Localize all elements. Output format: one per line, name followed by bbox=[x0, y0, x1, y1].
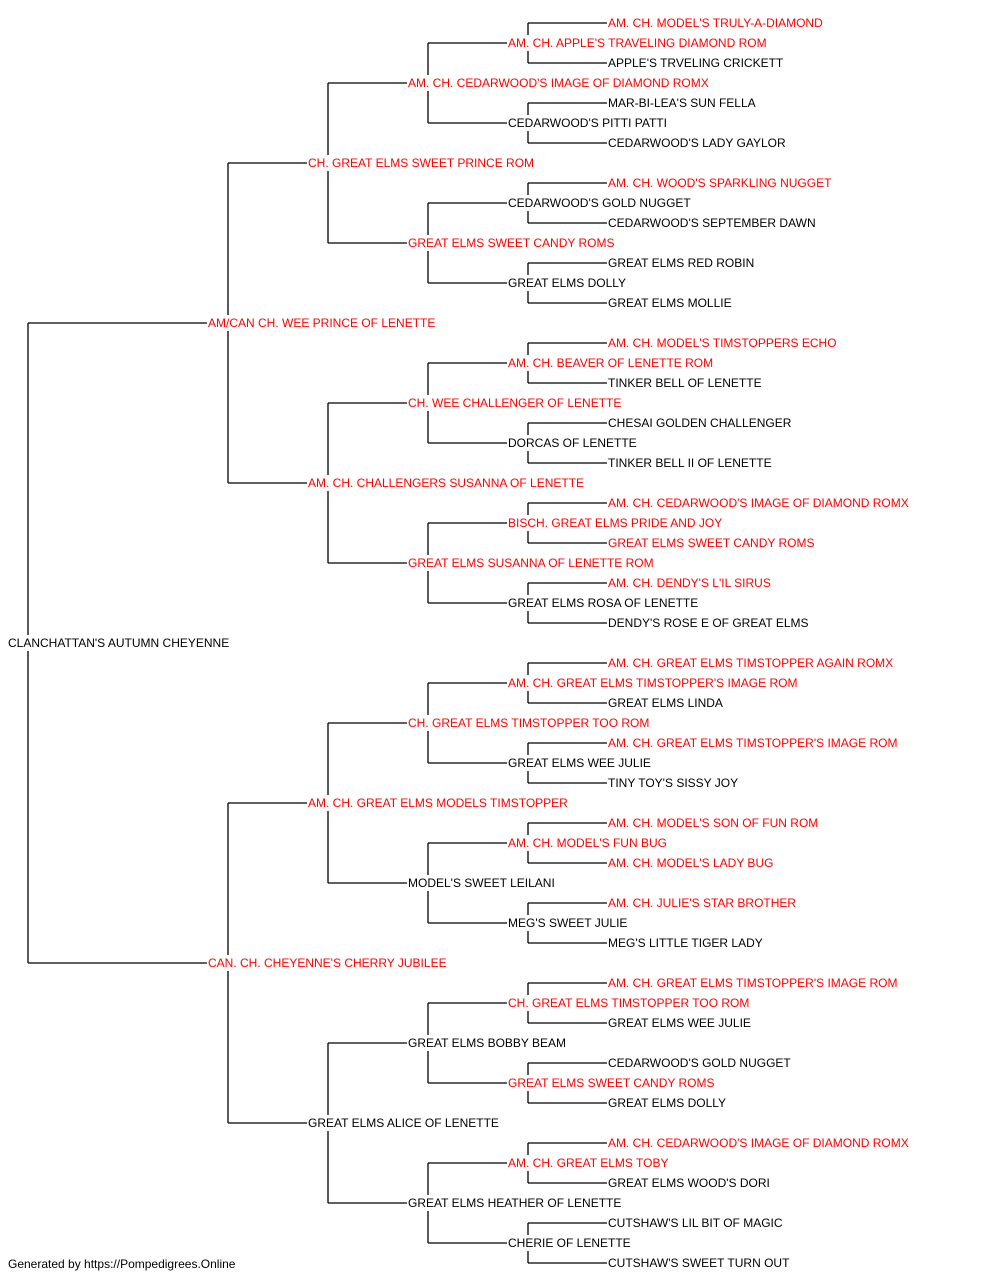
ancestor-dam-gen4: CEDARWOOD'S PITTI PATTI bbox=[507, 116, 668, 130]
ancestor-dam-gen5: GREAT ELMS MOLLIE bbox=[607, 296, 733, 310]
ancestor-sire-gen3: CH. GREAT ELMS TIMSTOPPER TOO ROM bbox=[407, 716, 651, 730]
ancestor-sire-gen5: AM. CH. CEDARWOOD'S IMAGE OF DIAMOND ROM… bbox=[607, 1136, 910, 1150]
ancestor-sire-gen5: AM. CH. DENDY'S L'IL SIRUS bbox=[607, 576, 772, 590]
ancestor-dam-gen5: TINKER BELL OF LENETTE bbox=[607, 376, 763, 390]
ancestor-dam-gen3: GREAT ELMS SWEET CANDY ROMS bbox=[407, 236, 616, 250]
ancestor-sire-gen5: CHESAI GOLDEN CHALLENGER bbox=[607, 416, 793, 430]
ancestor-dam-gen5: CEDARWOOD'S SEPTEMBER DAWN bbox=[607, 216, 817, 230]
ancestor-dam-gen5: CEDARWOOD'S LADY GAYLOR bbox=[607, 136, 787, 150]
ancestor-sire-gen5: AM. CH. GREAT ELMS TIMSTOPPER'S IMAGE RO… bbox=[607, 736, 899, 750]
ancestor-sire-gen5: CEDARWOOD'S GOLD NUGGET bbox=[607, 1056, 792, 1070]
ancestor-sire-gen1: AM/CAN CH. WEE PRINCE OF LENETTE bbox=[207, 316, 437, 330]
ancestor-dam-gen4: GREAT ELMS WEE JULIE bbox=[507, 756, 652, 770]
ancestor-dam-gen5: GREAT ELMS WOOD'S DORI bbox=[607, 1176, 771, 1190]
ancestor-sire-gen5: AM. CH. MODEL'S TRULY-A-DIAMOND bbox=[607, 16, 824, 30]
ancestor-dam-gen3: GREAT ELMS HEATHER OF LENETTE bbox=[407, 1196, 623, 1210]
ancestor-sire-gen5: AM. CH. MODEL'S TIMSTOPPERS ECHO bbox=[607, 336, 838, 350]
ancestor-sire-gen4: CH. GREAT ELMS TIMSTOPPER TOO ROM bbox=[507, 996, 751, 1010]
ancestor-sire-gen4: AM. CH. BEAVER OF LENETTE ROM bbox=[507, 356, 715, 370]
ancestor-dam-gen4: GREAT ELMS SWEET CANDY ROMS bbox=[507, 1076, 716, 1090]
ancestor-dam-gen4: DORCAS OF LENETTE bbox=[507, 436, 638, 450]
ancestor-sire-gen4: AM. CH. GREAT ELMS TIMSTOPPER'S IMAGE RO… bbox=[507, 676, 799, 690]
ancestor-dam-gen4: CHERIE OF LENETTE bbox=[507, 1236, 632, 1250]
ancestor-dam-gen5: DENDY'S ROSE E OF GREAT ELMS bbox=[607, 616, 810, 630]
ancestor-dam-gen5: MEG'S LITTLE TIGER LADY bbox=[607, 936, 764, 950]
ancestor-dam-gen5: CUTSHAW'S SWEET TURN OUT bbox=[607, 1256, 791, 1270]
ancestor-sire-gen5: AM. CH. GREAT ELMS TIMSTOPPER'S IMAGE RO… bbox=[607, 976, 899, 990]
ancestor-sire-gen5: GREAT ELMS RED ROBIN bbox=[607, 256, 756, 270]
ancestor-dam-gen5: TINKER BELL II OF LENETTE bbox=[607, 456, 773, 470]
ancestor-dam-gen3: MODEL'S SWEET LEILANI bbox=[407, 876, 556, 890]
ancestor-sire-gen2: CH. GREAT ELMS SWEET PRINCE ROM bbox=[307, 156, 536, 170]
ancestor-dam-gen1: CAN. CH. CHEYENNE'S CHERRY JUBILEE bbox=[207, 956, 448, 970]
ancestor-dam-gen4: MEG'S SWEET JULIE bbox=[507, 916, 629, 930]
ancestor-sire-gen5: AM. CH. MODEL'S SON OF FUN ROM bbox=[607, 816, 820, 830]
ancestor-dam-gen5: TINY TOY'S SISSY JOY bbox=[607, 776, 740, 790]
ancestor-sire-gen3: GREAT ELMS BOBBY BEAM bbox=[407, 1036, 568, 1050]
ancestor-sire-gen4: BISCH. GREAT ELMS PRIDE AND JOY bbox=[507, 516, 724, 530]
ancestor-sire-gen2: AM. CH. GREAT ELMS MODELS TIMSTOPPER bbox=[307, 796, 569, 810]
ancestor-dam-gen4: GREAT ELMS ROSA OF LENETTE bbox=[507, 596, 700, 610]
ancestor-sire-gen3: AM. CH. CEDARWOOD'S IMAGE OF DIAMOND ROM… bbox=[407, 76, 710, 90]
footer-credit: Generated by https://Pompedigrees.Online bbox=[8, 1257, 236, 1271]
ancestor-sire-gen5: AM. CH. WOOD'S SPARKLING NUGGET bbox=[607, 176, 833, 190]
ancestor-dam-gen5: APPLE'S TRVELING CRICKETT bbox=[607, 56, 785, 70]
ancestor-sire-gen5: AM. CH. JULIE'S STAR BROTHER bbox=[607, 896, 798, 910]
ancestor-sire-gen5: CUTSHAW'S LIL BIT OF MAGIC bbox=[607, 1216, 784, 1230]
ancestor-sire-gen3: CH. WEE CHALLENGER OF LENETTE bbox=[407, 396, 623, 410]
ancestor-dam-gen5: GREAT ELMS SWEET CANDY ROMS bbox=[607, 536, 816, 550]
ancestor-dam-gen4: GREAT ELMS DOLLY bbox=[507, 276, 628, 290]
ancestor-dam-gen5: GREAT ELMS DOLLY bbox=[607, 1096, 728, 1110]
ancestor-dam-gen5: GREAT ELMS WEE JULIE bbox=[607, 1016, 752, 1030]
ancestor-sire-gen4: AM. CH. MODEL'S FUN BUG bbox=[507, 836, 668, 850]
ancestor-sire-gen5: AM. CH. CEDARWOOD'S IMAGE OF DIAMOND ROM… bbox=[607, 496, 910, 510]
ancestor-dam-gen5: GREAT ELMS LINDA bbox=[607, 696, 724, 710]
ancestor-sire-gen4: AM. CH. GREAT ELMS TOBY bbox=[507, 1156, 670, 1170]
subject-name: CLANCHATTAN'S AUTUMN CHEYENNE bbox=[7, 636, 231, 650]
ancestor-sire-gen4: AM. CH. APPLE'S TRAVELING DIAMOND ROM bbox=[507, 36, 768, 50]
ancestor-dam-gen3: GREAT ELMS SUSANNA OF LENETTE ROM bbox=[407, 556, 655, 570]
ancestor-dam-gen5: AM. CH. MODEL'S LADY BUG bbox=[607, 856, 775, 870]
ancestor-dam-gen2: GREAT ELMS ALICE OF LENETTE bbox=[307, 1116, 500, 1130]
ancestor-dam-gen2: AM. CH. CHALLENGERS SUSANNA OF LENETTE bbox=[307, 476, 586, 490]
ancestor-sire-gen4: CEDARWOOD'S GOLD NUGGET bbox=[507, 196, 692, 210]
ancestor-sire-gen5: AM. CH. GREAT ELMS TIMSTOPPER AGAIN ROMX bbox=[607, 656, 895, 670]
ancestor-sire-gen5: MAR-BI-LEA'S SUN FELLA bbox=[607, 96, 757, 110]
